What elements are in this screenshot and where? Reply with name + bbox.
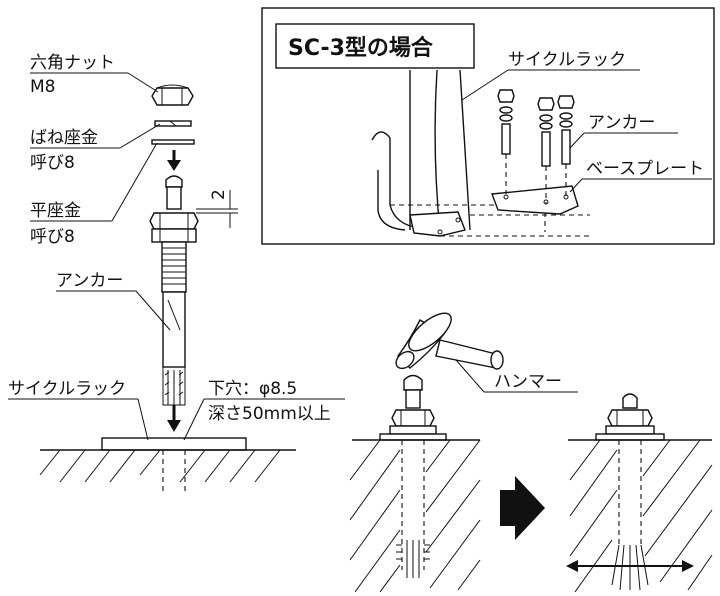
- expansion-arrow: [566, 560, 694, 572]
- hex-nut-size: M8: [30, 77, 55, 97]
- arrow-right-icon: [500, 476, 545, 540]
- anchor-stack-3: [557, 95, 575, 165]
- arrow-down-icon: [167, 405, 181, 432]
- hammer-label: ハンマー: [494, 372, 562, 392]
- cycle-rack-label-left: サイクルラック: [8, 379, 126, 399]
- flat-washer-size: 呼び8: [30, 227, 75, 247]
- hammer-icon: [395, 312, 504, 370]
- flat-washer: [151, 139, 195, 145]
- hammer-step: ハンマー: [349, 312, 713, 593]
- inset-title: SC-3型の場合: [288, 35, 434, 61]
- inset-cycle-rack-label: サイクルラック: [508, 50, 626, 70]
- anchor-stack-1: [497, 89, 515, 155]
- sc3-inset: SC-3型の場合: [261, 7, 715, 245]
- flat-washer-label: 平座金: [30, 201, 81, 221]
- anchor-bolt: [149, 175, 199, 406]
- left-assembly: 2 六角ナット M8 ばね座金 呼び8 平座金 呼び8 アンカー: [8, 53, 345, 495]
- anchor-stack-2: [537, 97, 555, 167]
- arrow-down-icon: [167, 150, 181, 171]
- spring-washer-label: ばね座金: [30, 128, 98, 148]
- depth-spec-label: 深さ50mm以上: [208, 404, 331, 424]
- protrusion-dimension: 2: [209, 189, 229, 200]
- anchor-label-left: アンカー: [56, 271, 123, 291]
- hex-nut-label: 六角ナット: [30, 53, 115, 73]
- hole-spec-label: 下穴：φ8.5: [208, 379, 297, 399]
- inset-base-plate-label: ベースプレート: [586, 159, 704, 179]
- spring-washer-size: 呼び8: [30, 153, 75, 173]
- hex-nut-icon: [151, 84, 194, 106]
- inset-anchor-label: アンカー: [588, 113, 655, 133]
